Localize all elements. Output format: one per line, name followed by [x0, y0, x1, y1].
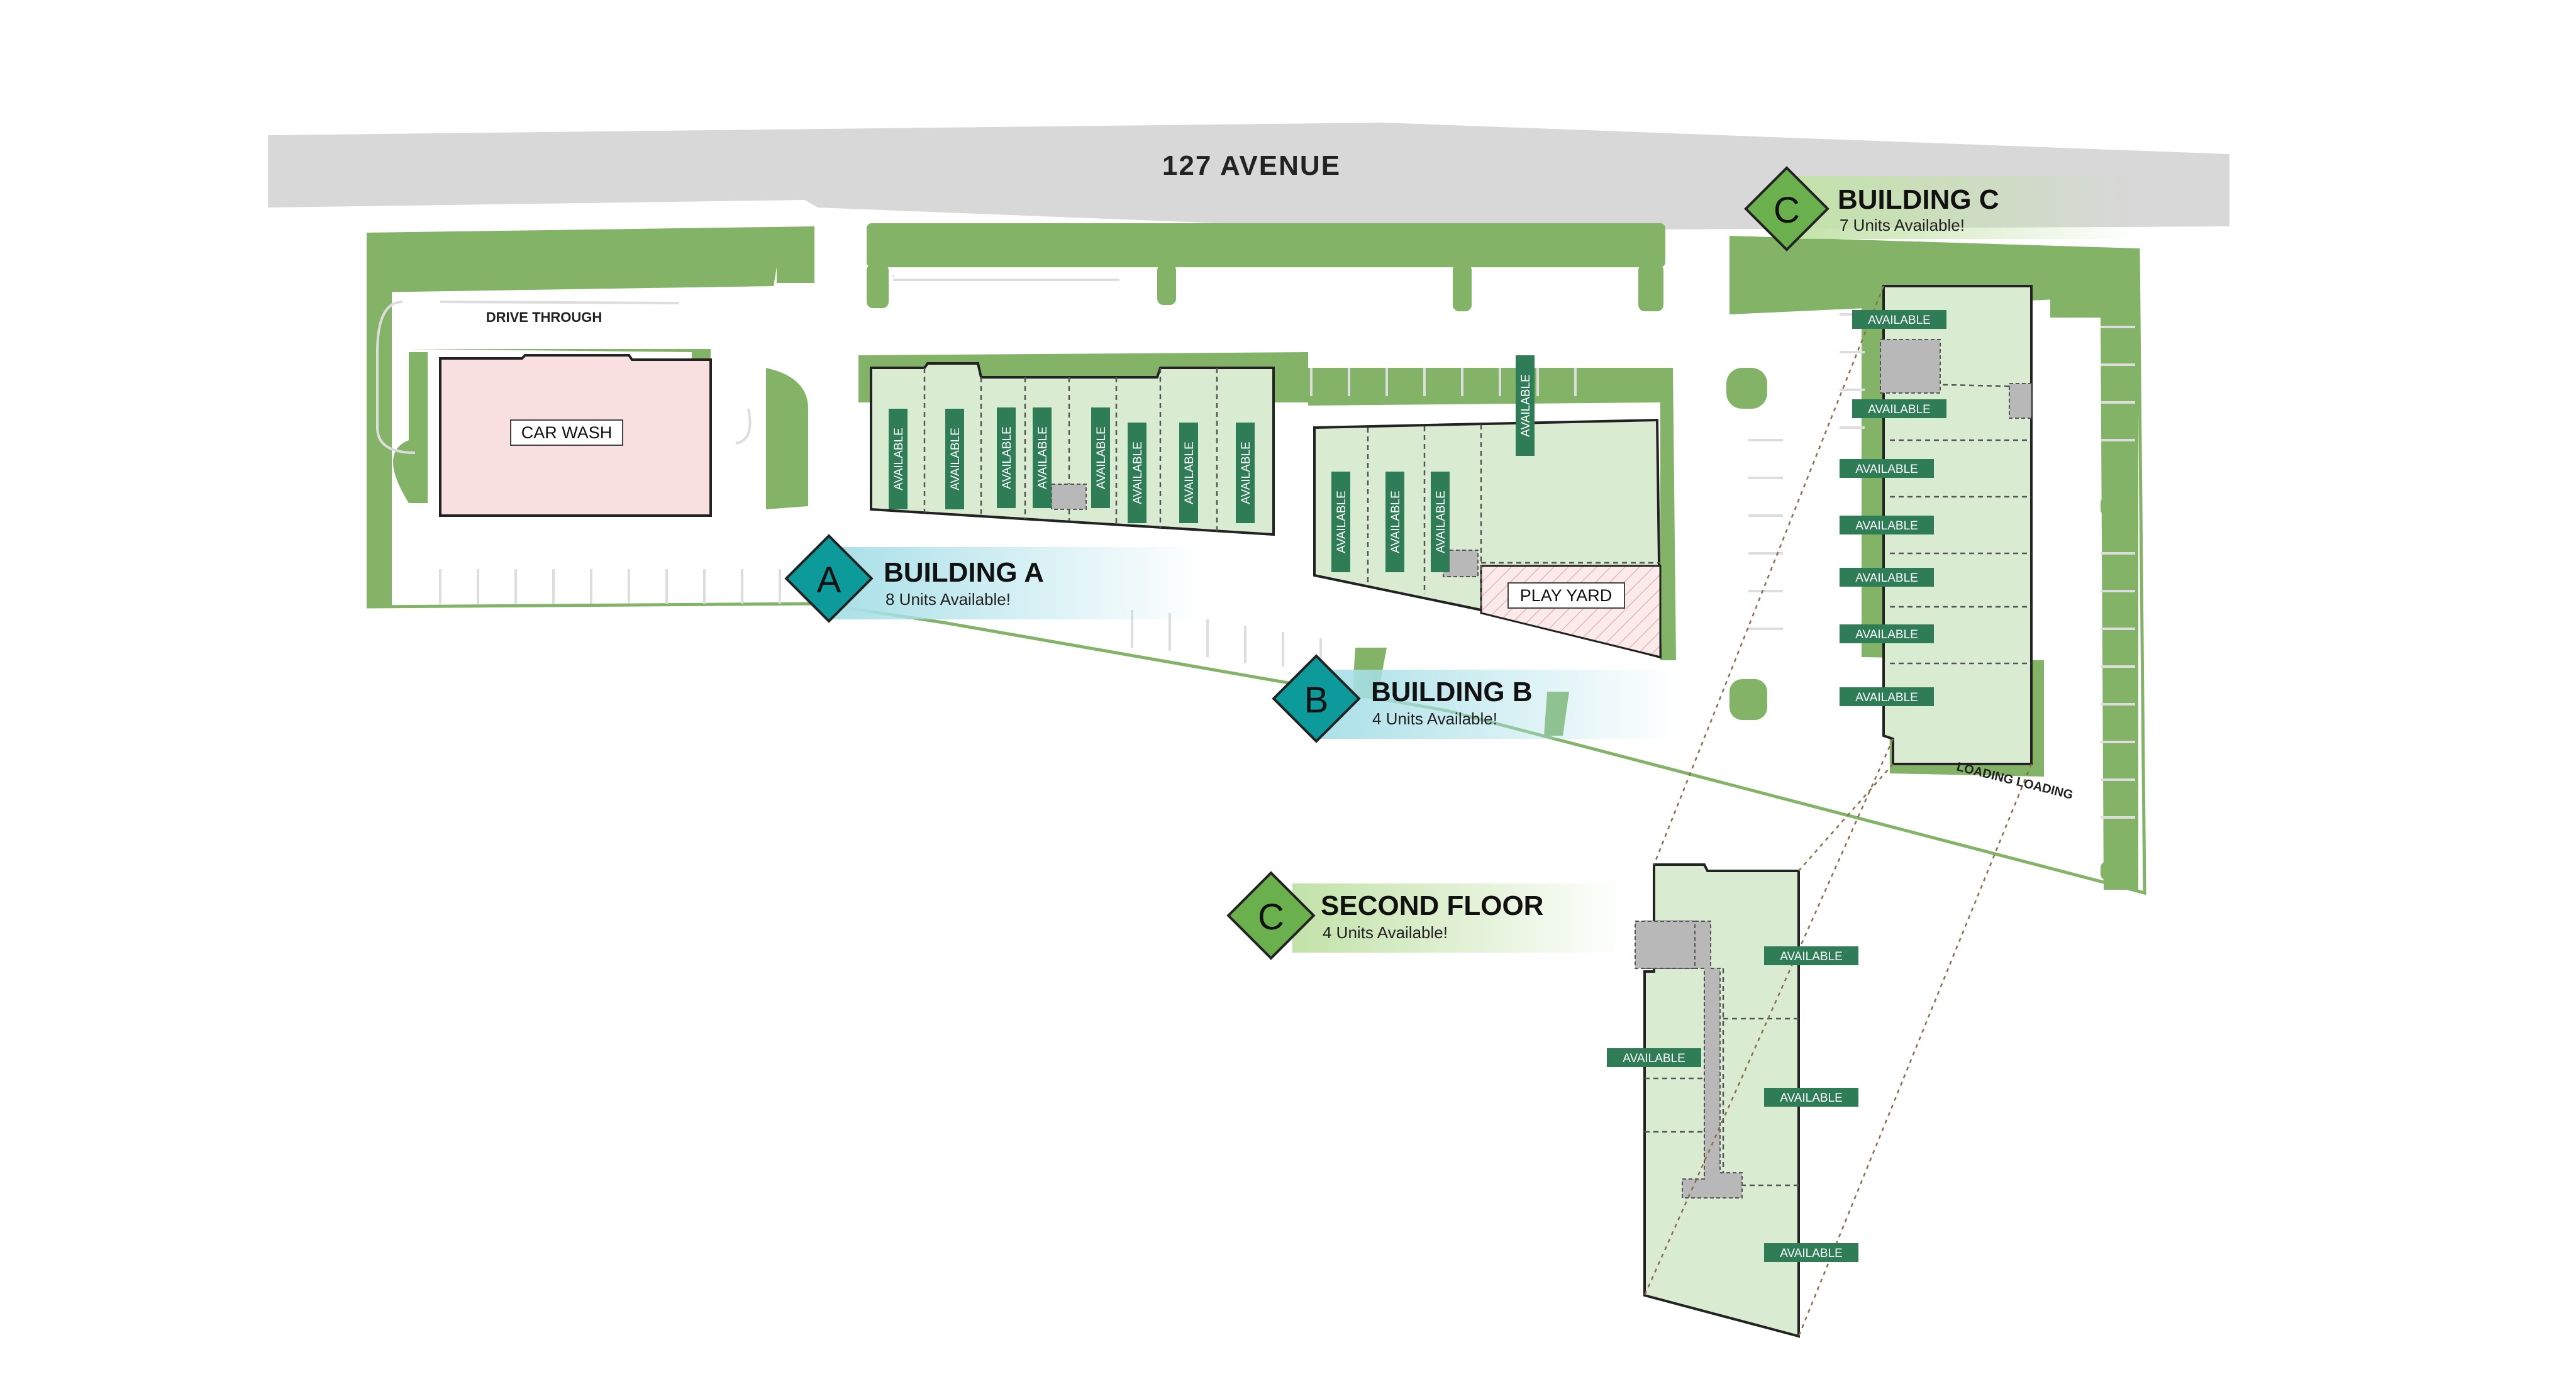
- core-gray: [2009, 383, 2032, 419]
- badge-c: [1744, 166, 1829, 252]
- road-name: 127 AVENUE: [1162, 150, 1341, 181]
- projection-lines: [1643, 285, 2033, 1337]
- available-tag[interactable]: AVAILABLE: [1179, 423, 1198, 523]
- corridor: [1644, 921, 1743, 1199]
- badge-second-floor-letter: C: [1258, 897, 1284, 938]
- building-a: [870, 362, 1275, 536]
- car-wash-label: CAR WASH: [521, 423, 613, 442]
- badge-second-floor: [1226, 871, 1316, 960]
- available-tag-label: AVAILABLE: [1855, 691, 1918, 704]
- available-tag-label: AVAILABLE: [1868, 403, 1931, 416]
- building-b: PLAY YARD: [1313, 418, 1662, 659]
- available-tag[interactable]: AVAILABLE: [1385, 472, 1404, 572]
- building-b-title: BUILDING B: [1371, 677, 1533, 707]
- available-tags-vertical: AVAILABLE AVAILABLE AVAILABLE AVAILABLE AVAI…: [889, 355, 1535, 572]
- building-b-subtitle: 4 Units Available!: [1372, 709, 1497, 728]
- available-tag-label: AVAILABLE: [1001, 426, 1014, 489]
- available-tag[interactable]: AVAILABLE: [1764, 946, 1858, 965]
- drive-through-lane: [376, 301, 752, 454]
- available-tag[interactable]: AVAILABLE: [1331, 472, 1350, 572]
- available-tag[interactable]: AVAILABLE: [1516, 355, 1535, 456]
- core-gray: [1051, 484, 1087, 510]
- building-c: LOADING LOADING: [1880, 285, 2074, 802]
- available-tag-label: AVAILABLE: [1868, 314, 1931, 327]
- available-tag[interactable]: AVAILABLE: [1840, 459, 1934, 478]
- available-tag-label: AVAILABLE: [1780, 1247, 1843, 1260]
- car-wash-building: CAR WASH: [439, 354, 712, 517]
- available-tag-label: AVAILABLE: [1183, 441, 1196, 504]
- play-yard: [1480, 565, 1662, 658]
- property-line: [366, 248, 2146, 895]
- available-tag[interactable]: AVAILABLE: [1033, 407, 1052, 508]
- badge-c-letter: C: [1774, 190, 1800, 231]
- building-a-subtitle: 8 Units Available!: [886, 590, 1011, 609]
- avenue-road: [268, 123, 2229, 239]
- available-tag[interactable]: AVAILABLE: [1236, 423, 1255, 523]
- available-tag[interactable]: AVAILABLE: [1764, 1088, 1858, 1107]
- badge-b-letter: B: [1304, 680, 1329, 721]
- available-tag-label: AVAILABLE: [1131, 441, 1145, 504]
- callout-building-c[interactable]: C BUILDING C 7 Units Available!: [1744, 166, 2138, 252]
- parking-stalls: [439, 275, 2135, 819]
- available-tag-label: AVAILABLE: [1780, 950, 1843, 963]
- available-tag[interactable]: AVAILABLE: [1852, 399, 1946, 418]
- available-tag-label: AVAILABLE: [1335, 490, 1348, 553]
- available-tag-label: AVAILABLE: [1623, 1052, 1685, 1065]
- available-tag[interactable]: AVAILABLE: [1840, 516, 1934, 534]
- available-tags-horizontal: AVAILABLE AVAILABLE AVAILABLE AVAILABLE AVAI…: [1607, 310, 1946, 1262]
- available-tag[interactable]: AVAILABLE: [1840, 624, 1934, 643]
- available-tag[interactable]: AVAILABLE: [1128, 423, 1146, 523]
- available-tag-label: AVAILABLE: [1389, 490, 1402, 553]
- available-tag-label: AVAILABLE: [1519, 374, 1533, 437]
- available-tag[interactable]: AVAILABLE: [1840, 568, 1934, 587]
- building-a-title: BUILDING A: [884, 557, 1044, 588]
- building-c-title: BUILDING C: [1838, 184, 1999, 215]
- available-tag[interactable]: AVAILABLE: [1607, 1048, 1701, 1067]
- second-floor-title: SECOND FLOOR: [1321, 890, 1543, 921]
- available-tag[interactable]: AVAILABLE: [889, 409, 908, 509]
- available-tag-label: AVAILABLE: [1240, 441, 1253, 504]
- building-c-second-floor: [1635, 863, 1800, 1338]
- callout-building-b[interactable]: B BUILDING B 4 Units Available!: [1272, 654, 1676, 743]
- available-tag-label: AVAILABLE: [1855, 519, 1918, 533]
- drive-through-label: DRIVE THROUGH: [486, 309, 602, 325]
- core-gray: [1635, 921, 1696, 969]
- callout-second-floor[interactable]: C SECOND FLOOR 4 Units Available!: [1226, 871, 1623, 960]
- available-tag[interactable]: AVAILABLE: [1431, 472, 1450, 572]
- available-tag[interactable]: AVAILABLE: [945, 409, 964, 509]
- building-c-subtitle: 7 Units Available!: [1840, 216, 1965, 235]
- available-tag[interactable]: AVAILABLE: [1852, 310, 1946, 329]
- badge-a: [784, 534, 874, 623]
- available-tag-label: AVAILABLE: [949, 428, 962, 490]
- callout-building-a[interactable]: A BUILDING A 8 Units Available!: [784, 534, 1201, 623]
- available-tag-label: AVAILABLE: [1435, 490, 1448, 553]
- available-tag-label: AVAILABLE: [1855, 628, 1918, 641]
- available-tag-label: AVAILABLE: [1780, 1092, 1843, 1105]
- available-tag[interactable]: AVAILABLE: [997, 407, 1016, 508]
- available-tag-label: AVAILABLE: [1855, 572, 1918, 585]
- available-tag-label: AVAILABLE: [1855, 463, 1918, 476]
- second-floor-subtitle: 4 Units Available!: [1323, 923, 1448, 942]
- available-tag-label: AVAILABLE: [1095, 426, 1108, 489]
- badge-b: [1272, 654, 1361, 743]
- available-tag[interactable]: AVAILABLE: [1764, 1243, 1858, 1262]
- core-gray: [1880, 339, 1941, 394]
- available-tag[interactable]: AVAILABLE: [1840, 687, 1934, 706]
- play-yard-label: PLAY YARD: [1520, 586, 1613, 605]
- available-tag-label: AVAILABLE: [1036, 426, 1050, 489]
- available-tag[interactable]: AVAILABLE: [1091, 407, 1110, 508]
- available-tag-label: AVAILABLE: [892, 428, 906, 490]
- badge-a-letter: A: [817, 560, 841, 601]
